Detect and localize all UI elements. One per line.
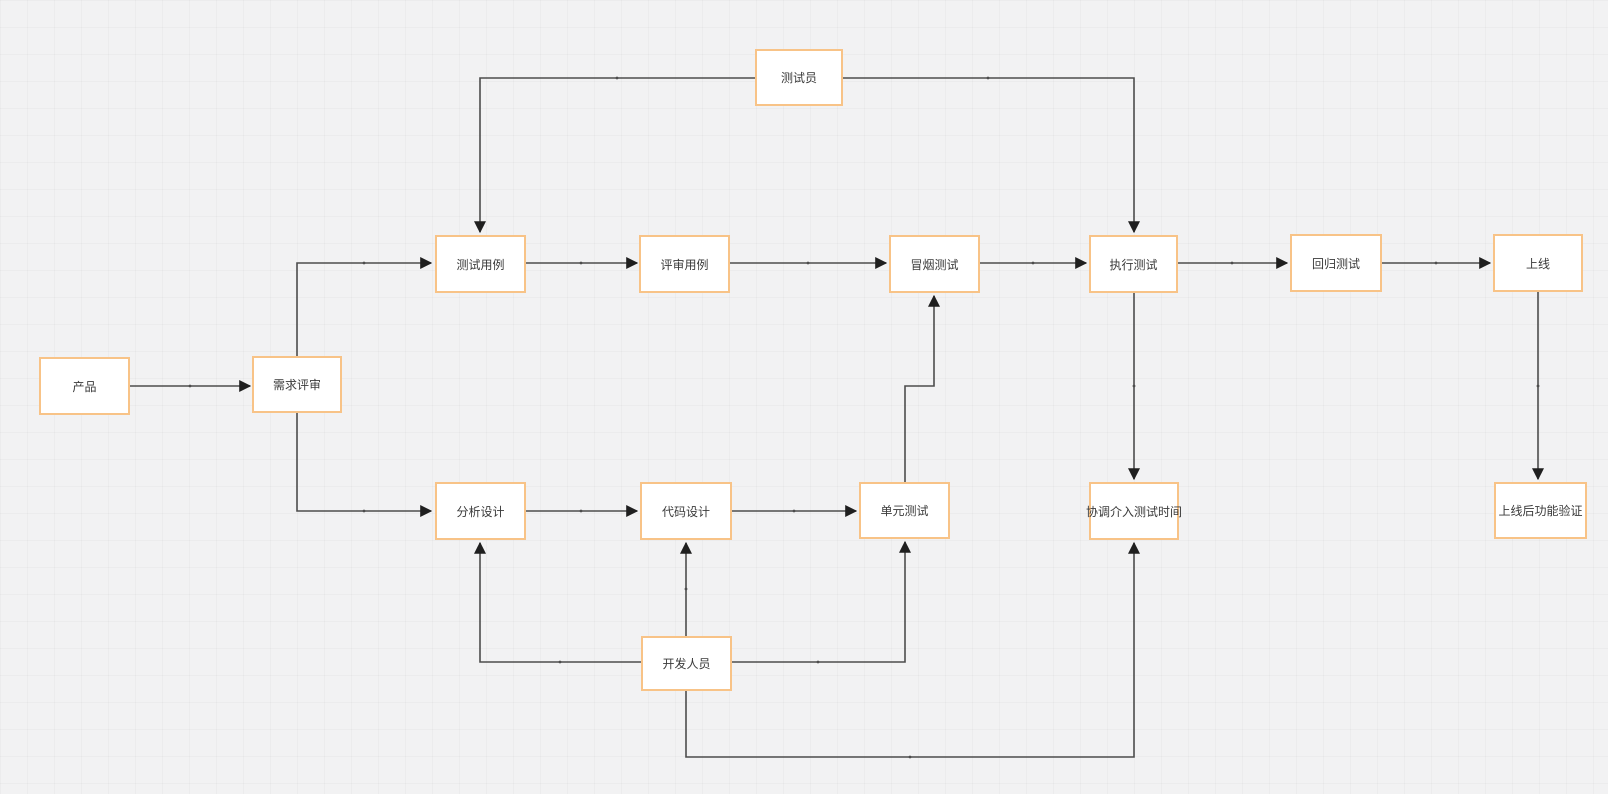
node-unit-test[interactable]: 单元测试 (859, 482, 950, 539)
node-test-cases[interactable]: 测试用例 (435, 235, 526, 293)
connector-developer-to-analysis-design (474, 541, 641, 663)
node-code-design[interactable]: 代码设计 (640, 482, 732, 540)
node-smoke-test-label: 冒烟测试 (910, 257, 959, 272)
node-post-launch-verification-label: 上线后功能验证 (1498, 504, 1583, 518)
node-coordinate-test-time-label: 协调介入测试时间 (1086, 504, 1183, 519)
node-requirement-review[interactable]: 需求评审 (252, 356, 342, 413)
node-case-review[interactable]: 评审用例 (639, 235, 730, 293)
node-analysis-design[interactable]: 分析设计 (435, 482, 526, 540)
node-developer-label: 开发人员 (662, 657, 711, 671)
connector-waypoint-dots (188, 76, 1540, 759)
connector-developer-to-unit-test (732, 540, 911, 663)
node-coordinate-test-time[interactable]: 协调介入测试时间 (1086, 482, 1183, 540)
node-post-launch-verification[interactable]: 上线后功能验证 (1494, 482, 1587, 539)
node-execute-test-label: 执行测试 (1109, 257, 1158, 272)
connector-unit-test-to-smoke-test (904, 294, 940, 482)
node-execute-test[interactable]: 执行测试 (1089, 235, 1178, 293)
connector-tester-to-test-cases (474, 77, 755, 234)
node-case-review-label: 评审用例 (660, 257, 709, 272)
node-code-design-label: 代码设计 (661, 504, 710, 519)
node-product-label: 产品 (72, 379, 97, 394)
node-analysis-design-label: 分析设计 (456, 504, 505, 519)
connector-tester-to-execute-test (843, 77, 1140, 234)
node-developer[interactable]: 开发人员 (641, 636, 732, 691)
node-tester-label: 测试员 (780, 71, 817, 85)
node-test-cases-label: 测试用例 (456, 257, 505, 272)
node-regression-test[interactable]: 回归测试 (1290, 234, 1382, 292)
connector-requirement-review-to-test-cases (296, 257, 433, 356)
node-tester[interactable]: 测试员 (755, 49, 843, 106)
node-launch[interactable]: 上线 (1493, 234, 1583, 292)
node-unit-test-label: 单元测试 (880, 504, 929, 518)
node-product[interactable]: 产品 (39, 357, 130, 415)
node-launch-label: 上线 (1525, 256, 1550, 271)
node-regression-test-label: 回归测试 (1311, 256, 1360, 271)
node-smoke-test[interactable]: 冒烟测试 (889, 235, 980, 293)
connector-requirement-review-to-analysis-design (296, 413, 433, 517)
connector-developer-to-coordinate-test-time (685, 541, 1140, 758)
node-requirement-review-label: 需求评审 (272, 378, 321, 392)
